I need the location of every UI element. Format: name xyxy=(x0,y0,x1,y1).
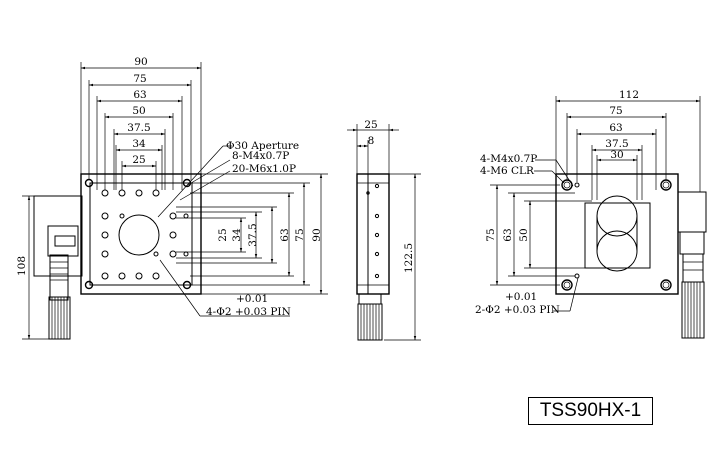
m6-thread-note: 20-M6x1.0P xyxy=(232,163,296,175)
front-dim-108: 108 xyxy=(16,256,28,276)
back-micrometer-thimble xyxy=(681,281,705,339)
back-aperture-lower xyxy=(596,230,638,272)
back-dim-v63: 63 xyxy=(502,228,514,241)
front-dim-v90: 90 xyxy=(311,228,323,241)
front-height-dimension: 108 xyxy=(16,195,50,340)
side-dim-25: 25 xyxy=(364,119,377,131)
front-dim-63: 63 xyxy=(133,89,146,101)
front-dim-v25: 25 xyxy=(217,228,229,241)
front-callouts: Φ30 Aperture 8-M4x0.7P 20-M6x1.0P +0.01 … xyxy=(157,140,299,318)
back-micrometer-sleeve xyxy=(682,253,704,283)
back-m4-note: 4-M4x0.7P xyxy=(480,153,537,165)
back-pin-note: 2-Φ2 +0.03 PIN xyxy=(475,304,560,316)
back-stage-plate xyxy=(555,173,679,295)
side-micrometer-sleeve xyxy=(358,293,382,305)
back-micrometer-housing xyxy=(677,191,707,233)
front-view: 90 75 63 50 37.5 34 25 25 34 37.5 63 xyxy=(16,56,328,340)
front-pin-note: 4-Φ2 +0.03 PIN xyxy=(206,306,291,318)
front-dim-34: 34 xyxy=(132,138,146,150)
front-dim-v37-5: 37.5 xyxy=(247,223,259,246)
front-dim-v63: 63 xyxy=(279,228,291,241)
front-dim-v34: 34 xyxy=(231,228,243,242)
back-pin-tolerance: +0.01 xyxy=(505,291,537,303)
back-top-dimensions: 112 75 63 37.5 30 xyxy=(555,89,701,200)
side-dim-122-5: 122.5 xyxy=(403,243,415,273)
front-dim-50: 50 xyxy=(132,105,145,117)
front-pin-tolerance: +0.01 xyxy=(236,293,268,305)
front-dim-90: 90 xyxy=(134,56,147,68)
back-view: 112 75 63 37.5 30 75 63 50 4-M4x0.7P 4-M… xyxy=(475,89,707,339)
front-dim-75: 75 xyxy=(133,73,146,85)
back-left-dimensions: 75 63 50 xyxy=(485,184,592,286)
side-dim-8: 8 xyxy=(368,135,375,147)
front-stage-plate xyxy=(80,173,202,295)
back-aperture-upper xyxy=(596,195,638,237)
front-micrometer-sleeve xyxy=(49,254,69,301)
front-dim-37-5: 37.5 xyxy=(127,122,150,134)
back-dim-37-5: 37.5 xyxy=(605,138,628,150)
front-micrometer-housing xyxy=(33,195,83,277)
front-dim-v75: 75 xyxy=(294,228,306,241)
m4-thread-note: 8-M4x0.7P xyxy=(232,150,289,162)
back-dim-30: 30 xyxy=(610,149,623,161)
front-mount-holes xyxy=(84,178,192,290)
aperture-circle xyxy=(118,214,160,256)
back-dim-112: 112 xyxy=(619,89,639,101)
model-number-label: TSS90HX-1 xyxy=(528,397,653,425)
front-top-dimensions: 90 75 63 50 37.5 34 25 xyxy=(80,56,202,190)
aperture-note: Φ30 Aperture xyxy=(226,140,299,152)
back-m6-note: 4-M6 CLR xyxy=(480,165,535,177)
back-dim-75: 75 xyxy=(609,105,622,117)
back-callouts: 4-M4x0.7P 4-M6 CLR +0.01 2-Φ2 +0.03 PIN xyxy=(475,153,579,316)
front-dim-25: 25 xyxy=(132,154,145,166)
back-dim-v50: 50 xyxy=(518,228,530,241)
front-micrometer-thimble xyxy=(48,296,71,340)
back-dim-63: 63 xyxy=(609,122,622,134)
front-right-dimensions: 25 34 37.5 63 75 90 xyxy=(176,173,328,295)
side-stage-body xyxy=(356,173,390,295)
side-view: 25 8 122.5 xyxy=(347,119,421,341)
side-dimensions: 25 8 122.5 xyxy=(347,119,421,341)
back-dim-v75: 75 xyxy=(485,228,497,241)
